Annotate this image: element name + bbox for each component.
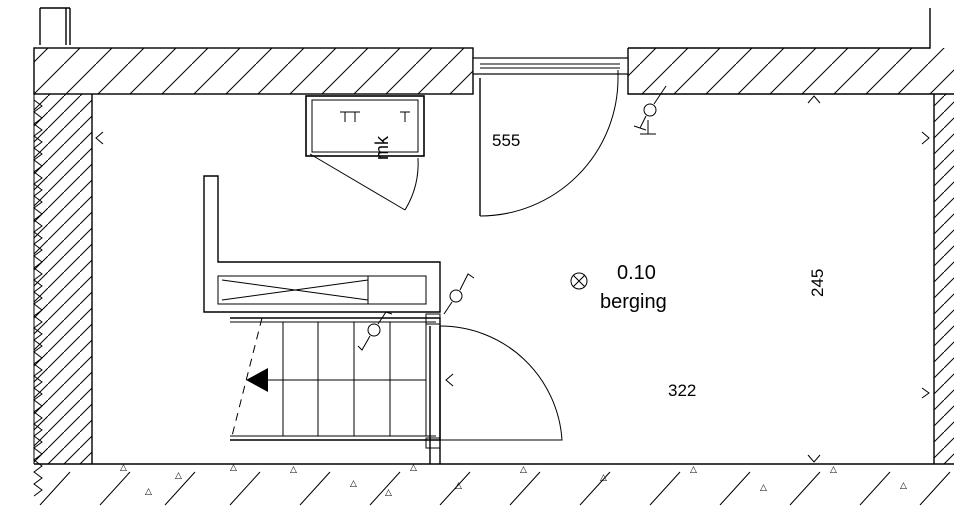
svg-text:△: △ bbox=[120, 463, 127, 473]
svg-text:△: △ bbox=[520, 465, 527, 475]
switch-top bbox=[633, 85, 667, 135]
svg-text:△: △ bbox=[350, 479, 357, 489]
top-door bbox=[472, 57, 629, 217]
dimension-door-top: 555 bbox=[492, 131, 520, 150]
ground-floor: △ △ △ △ △ △ △ △ △ △ △ △ △ △ △ bbox=[34, 463, 954, 506]
dimension-stair-area: 322 bbox=[668, 381, 696, 400]
svg-text:△: △ bbox=[600, 473, 607, 483]
dimension-arrows bbox=[95, 95, 930, 463]
svg-text:△: △ bbox=[455, 481, 462, 491]
meter-cupboard bbox=[305, 95, 425, 211]
svg-text:△: △ bbox=[290, 465, 297, 475]
svg-text:△: △ bbox=[690, 465, 697, 475]
svg-text:△: △ bbox=[175, 471, 182, 481]
svg-text:△: △ bbox=[830, 465, 837, 475]
svg-text:△: △ bbox=[900, 481, 907, 491]
svg-text:△: △ bbox=[230, 463, 237, 473]
svg-text:△: △ bbox=[145, 487, 152, 497]
right-wall bbox=[933, 94, 954, 464]
top-wall-right bbox=[627, 8, 954, 95]
svg-text:△: △ bbox=[385, 488, 392, 498]
dimension-room-height: 245 bbox=[808, 269, 827, 297]
staircase bbox=[230, 313, 441, 449]
switch-stair bbox=[357, 273, 475, 351]
corner-detail bbox=[39, 7, 71, 45]
stair-cabinet bbox=[203, 175, 441, 313]
top-wall-left bbox=[33, 47, 474, 95]
lower-door bbox=[429, 325, 563, 464]
svg-text:△: △ bbox=[410, 463, 417, 473]
svg-text:△: △ bbox=[760, 483, 767, 493]
room-number: 0.10 bbox=[617, 262, 656, 284]
left-wall bbox=[33, 94, 93, 497]
room-label bbox=[570, 272, 588, 290]
fixture-label: mk bbox=[372, 135, 392, 160]
room-name: berging bbox=[600, 291, 667, 313]
